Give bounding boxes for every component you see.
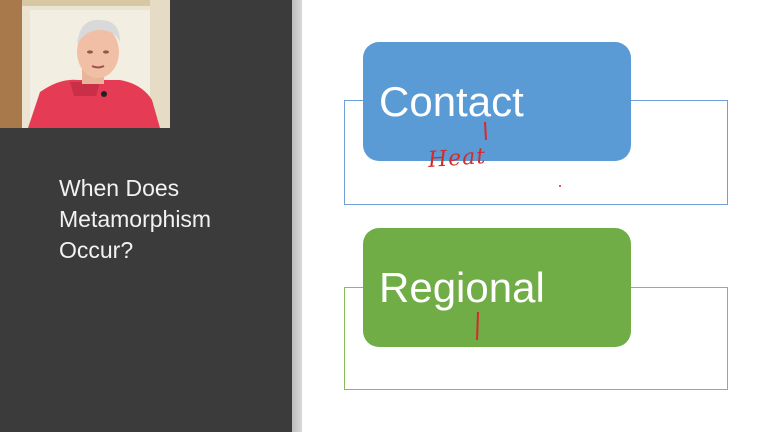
panel-divider (292, 0, 302, 432)
contact-label: Contact (379, 77, 524, 125)
presenter-video-feed (0, 0, 170, 128)
annotation-heat: Heat (427, 144, 487, 173)
presenter-webcam (0, 0, 170, 128)
regional-label: Regional (379, 263, 545, 311)
regional-box: Regional (363, 228, 631, 347)
contact-box: Contact (363, 42, 631, 161)
slide-title: When Does Metamorphism Occur? (59, 175, 212, 263)
